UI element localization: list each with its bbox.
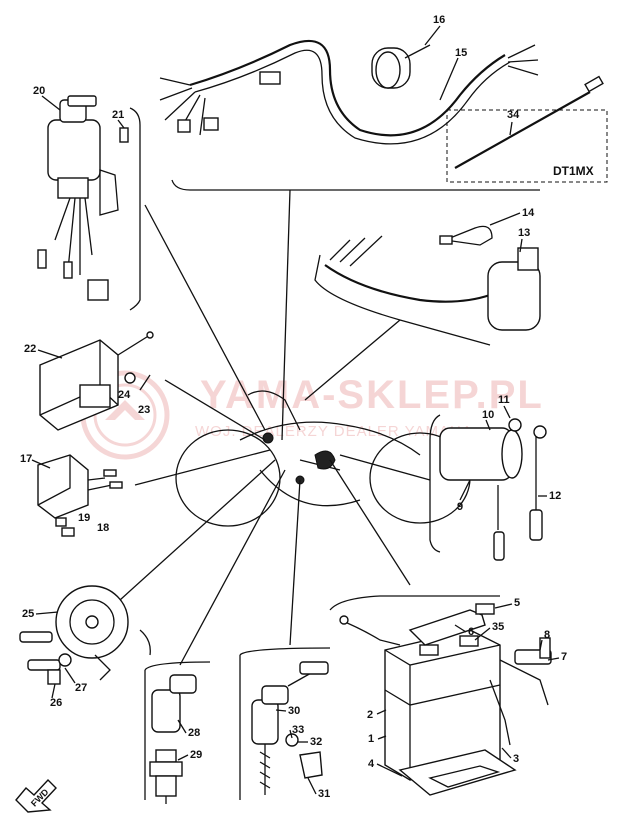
callout-20: 20	[33, 85, 45, 97]
callout-21: 21	[112, 109, 124, 121]
callout-6: 6	[468, 626, 474, 638]
callout-9: 9	[457, 501, 463, 513]
callout-25: 25	[22, 608, 34, 620]
callout-18: 18	[97, 522, 109, 534]
model-label: DT1MX	[553, 164, 594, 178]
rectifier	[37, 454, 123, 537]
fwd-arrow: FWD	[15, 778, 57, 813]
battery	[339, 603, 552, 796]
callout-4: 4	[368, 758, 375, 770]
main-switch	[37, 95, 129, 301]
callout-7: 7	[561, 651, 567, 663]
spark-plug	[149, 674, 197, 804]
callout-2: 2	[367, 709, 373, 721]
callout-12: 12	[549, 490, 561, 502]
dt1mx-cable	[454, 75, 604, 169]
callout-8: 8	[544, 629, 550, 641]
callout-17: 17	[20, 453, 32, 465]
callout-5: 5	[514, 597, 520, 609]
callout-14: 14	[522, 207, 535, 219]
callout-29: 29	[190, 749, 202, 761]
callout-23: 23	[138, 404, 150, 416]
callout-34: 34	[507, 109, 520, 121]
horn	[19, 585, 129, 685]
callout-32: 32	[310, 736, 322, 748]
group-brackets	[129, 107, 540, 800]
callout-13: 13	[518, 227, 530, 239]
callout-15: 15	[455, 47, 467, 59]
callout-35: 35	[492, 621, 504, 633]
flasher-relay	[39, 331, 154, 431]
callout-22: 22	[24, 343, 36, 355]
ignition-coil	[439, 418, 547, 561]
callout-26: 26	[50, 697, 62, 709]
callout-28: 28	[188, 727, 200, 739]
callout-1: 1	[368, 733, 374, 745]
wire-harness	[159, 39, 539, 145]
callout-24: 24	[118, 389, 131, 401]
part-callouts: 20 21 16 15 34 14 13 22 24 23 10 11 17 9…	[20, 14, 567, 800]
callout-19: 19	[78, 512, 90, 524]
noise-suppressor	[251, 661, 329, 795]
callout-10: 10	[482, 409, 494, 421]
watermark-main-text: YAMA-SKLEP.PL	[200, 373, 544, 417]
callout-16: 16	[433, 14, 445, 26]
callout-31: 31	[318, 788, 330, 800]
callout-33: 33	[292, 724, 304, 736]
dt1mx-box: DT1MX	[446, 109, 608, 183]
handlebar-switch	[324, 225, 541, 331]
leader-lines	[119, 189, 431, 666]
watermark: YAMA-SKLEP.PL WOJ. DEALERZY DEALER YAMAH…	[80, 370, 544, 460]
callout-11: 11	[498, 394, 510, 406]
callout-27: 27	[75, 682, 87, 694]
callout-30: 30	[288, 705, 300, 717]
callout-leaders	[31, 25, 560, 795]
callout-3: 3	[513, 753, 519, 765]
